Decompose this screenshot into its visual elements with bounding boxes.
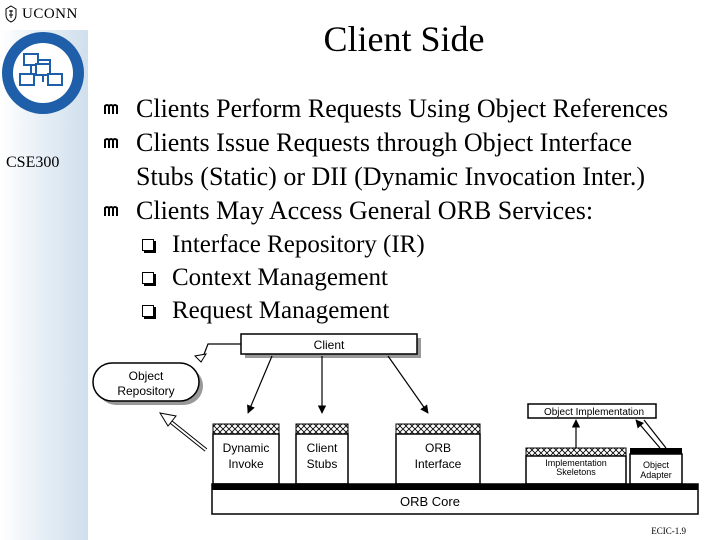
- slide-title: Client Side: [323, 19, 485, 59]
- bullet-text: Clients Issue Requests through Object In…: [136, 128, 633, 157]
- client-repository-link: [200, 343, 241, 363]
- bullet-item: Clients Perform Requests Using Object Re…: [104, 92, 716, 126]
- computer-science-engineering-logo: [2, 32, 84, 114]
- client-stubs-line2: Stubs: [307, 457, 338, 471]
- object-adapter-line1: Object: [643, 460, 670, 470]
- arrow-to-orb-interface: [387, 355, 429, 414]
- object-repository-line1: Object: [129, 369, 164, 383]
- square-bullet-icon: [142, 239, 154, 251]
- client-box: Client: [240, 333, 421, 358]
- footer-slide-id: ECIC-1.9: [651, 526, 686, 536]
- object-adapter-box: Object Adapter: [629, 448, 683, 485]
- sub-bullet-text: Request Management: [172, 297, 390, 324]
- sidebar: UCONN CSE300: [0, 0, 88, 540]
- sub-bullet-item: Request Management: [104, 294, 716, 327]
- bullet-m-icon: [104, 206, 118, 216]
- implementation-skeletons-line1: Implementation: [545, 458, 607, 468]
- bullet-text: Clients Perform Requests Using Object Re…: [136, 94, 669, 123]
- brand-name: UCONN: [22, 5, 78, 22]
- sub-bullet-item: Interface Repository (IR): [104, 228, 716, 261]
- object-implementation-label: Object Implementation: [544, 407, 644, 418]
- orb-core-label: ORB Core: [400, 494, 460, 509]
- uconn-seal-icon: [5, 5, 17, 23]
- course-code: CSE300: [6, 154, 60, 171]
- object-repository-line2: Repository: [117, 384, 174, 398]
- arrow-to-dynamic-invoke: [247, 355, 273, 414]
- sub-bullet-text: Interface Repository (IR): [172, 231, 425, 258]
- bullet-text: Stubs (Static) or DII (Dynamic Invocatio…: [136, 162, 646, 191]
- sub-bullet-item: Context Management: [104, 261, 716, 294]
- hollow-arrowhead-icon: [158, 412, 177, 427]
- bullet-continuation: Stubs (Static) or DII (Dynamic Invocatio…: [104, 160, 716, 194]
- dynamic-invoke-line1: Dynamic: [223, 441, 270, 455]
- client-stubs-line1: Client: [307, 441, 338, 455]
- square-bullet-icon: [142, 305, 154, 317]
- orb-interface-line1: ORB: [425, 441, 451, 455]
- bullet-item: Clients May Access General ORB Services:: [104, 194, 716, 228]
- implementation-skeletons-line2: Skeletons: [556, 467, 596, 477]
- hollow-arrowhead-icon: [193, 353, 208, 363]
- orb-interface-line2: Interface: [415, 457, 462, 471]
- sub-bullet-text: Context Management: [172, 264, 388, 291]
- dynamic-invoke-box: Dynamic Invoke: [212, 423, 280, 485]
- bullet-m-icon: [104, 104, 118, 114]
- object-repository: Object Repository: [92, 362, 203, 405]
- arrow-adapter-to-impl: [635, 419, 661, 449]
- object-adapter-line2: Adapter: [640, 470, 672, 480]
- client-stubs-box: Client Stubs: [295, 423, 349, 485]
- sidebar-background: [0, 30, 88, 540]
- orb-client-diagram: Client Object Repository Object Implemen…: [92, 333, 699, 515]
- bullet-item: Clients Issue Requests through Object In…: [104, 126, 716, 160]
- square-bullet-icon: [142, 272, 154, 284]
- impl-adapter-link: [643, 419, 667, 449]
- dynamic-invoke-line2: Invoke: [228, 457, 264, 471]
- bullet-list: Clients Perform Requests Using Object Re…: [104, 92, 716, 327]
- bullet-m-icon: [104, 138, 118, 148]
- client-label: Client: [314, 338, 345, 352]
- implementation-skeletons-box: Implementation Skeletons: [525, 447, 627, 485]
- bullet-text: Clients May Access General ORB Services:: [136, 196, 594, 225]
- orb-interface-box: ORB Interface: [395, 423, 481, 485]
- object-implementation-box: [527, 403, 657, 419]
- orb-core-box: ORB Core: [211, 483, 699, 515]
- brand: UCONN: [4, 4, 78, 24]
